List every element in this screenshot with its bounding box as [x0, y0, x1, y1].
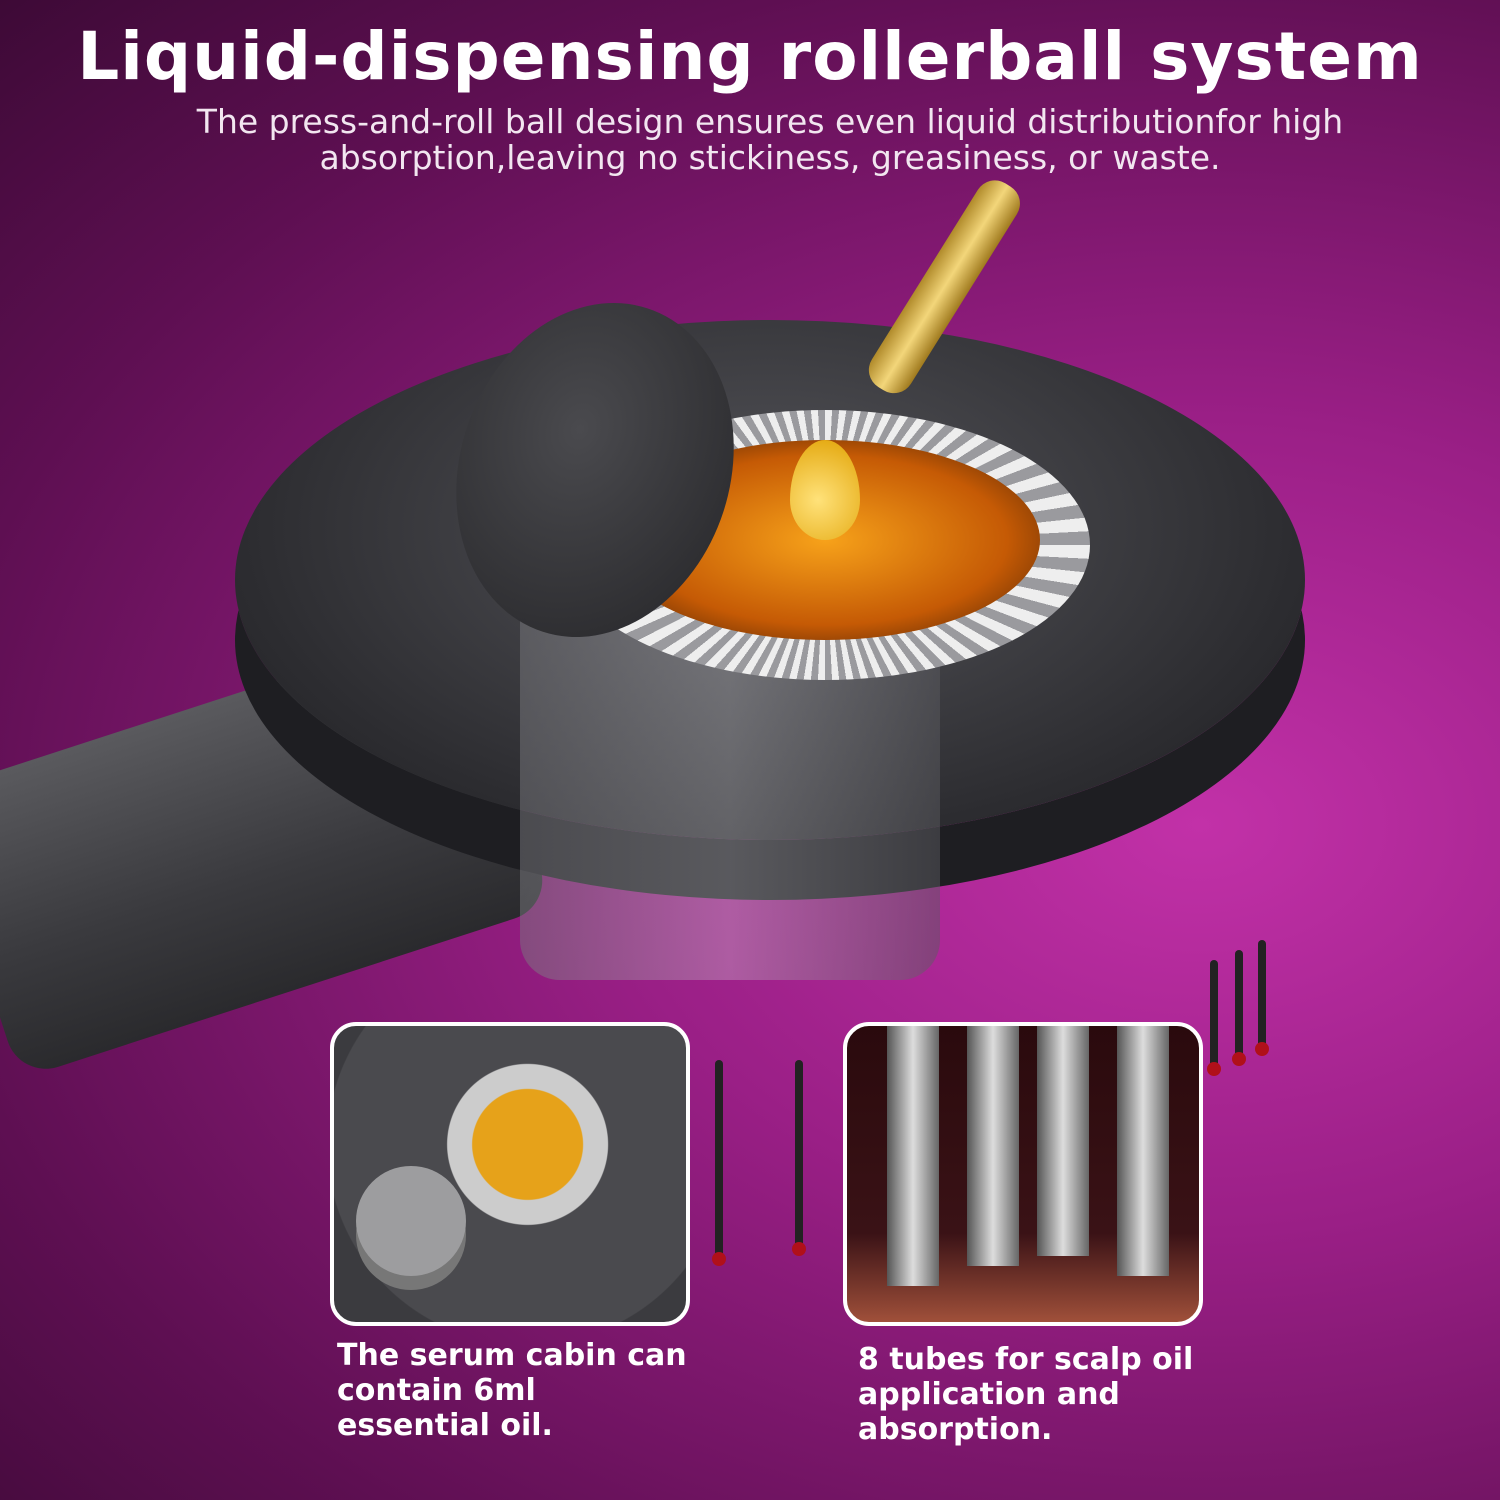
tubes-inset	[843, 1022, 1203, 1326]
subheadline: The press-and-roll ball design ensures e…	[196, 102, 1344, 177]
bristle	[1232, 950, 1246, 1066]
serum-cabin-caption: The serum cabin can contain 6ml essentia…	[337, 1338, 687, 1443]
headline: Liquid-dispensing rollerball system	[77, 18, 1423, 95]
bristle	[1255, 940, 1269, 1056]
serum-cabin-inset	[330, 1022, 690, 1326]
tube	[887, 1026, 939, 1286]
bristle	[792, 1060, 806, 1256]
oil-drop-icon	[790, 440, 860, 540]
bristle	[1207, 960, 1221, 1076]
cabin-cap	[356, 1166, 466, 1276]
tubes-caption: 8 tubes for scalp oil application and ab…	[858, 1342, 1194, 1447]
tube	[1037, 1026, 1089, 1256]
tube	[967, 1026, 1019, 1266]
tube	[1117, 1026, 1169, 1276]
bristle	[712, 1060, 726, 1266]
